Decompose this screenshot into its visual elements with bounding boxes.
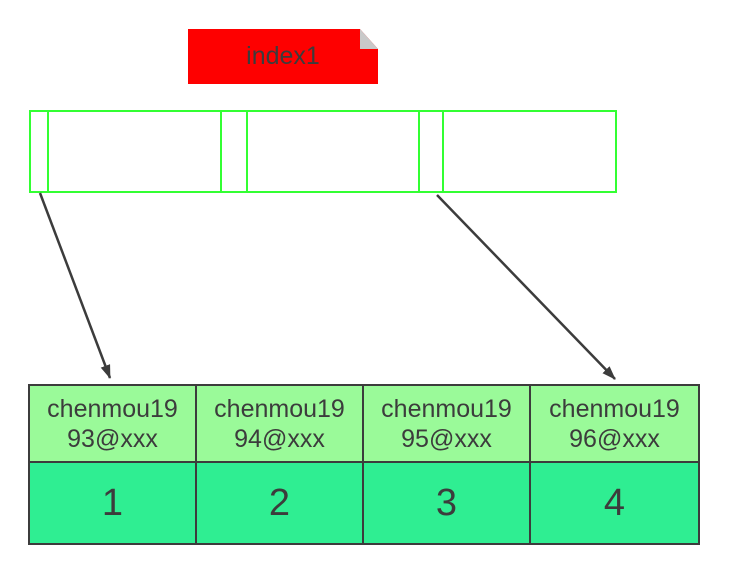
index-node-bar (29, 110, 617, 193)
index-pointer-cell-1 (31, 112, 49, 191)
index-pointer-cell-2 (222, 112, 248, 191)
record-email-line2: 93@xxx (67, 424, 158, 453)
index-pointer-cell-3 (420, 112, 444, 191)
record-email-line2: 94@xxx (234, 424, 325, 453)
record-header-cell-4: chenmou19 96@xxx (531, 386, 698, 463)
index-tag-label: index1 (246, 42, 320, 70)
record-header-cell-2: chenmou19 94@xxx (197, 386, 364, 463)
record-value-cell-4: 4 (531, 463, 698, 543)
index-tag: index1 (188, 29, 378, 84)
index-key-cell-1 (49, 112, 222, 191)
arrow-index-to-record-1 (38, 192, 112, 379)
record-header-cell-1: chenmou19 93@xxx (30, 386, 197, 463)
record-email-line1: chenmou19 (549, 394, 680, 423)
index-tag-background (188, 29, 378, 84)
record-email-line1: chenmou19 (47, 394, 178, 423)
index-key-cell-3 (444, 112, 615, 191)
index-key-cell-2 (248, 112, 420, 191)
record-email-line2: 95@xxx (401, 424, 492, 453)
record-value-cell-1: 1 (30, 463, 197, 543)
record-header-cell-3: chenmou19 95@xxx (364, 386, 531, 463)
record-email-line2: 96@xxx (569, 424, 660, 453)
records-table: chenmou19 93@xxx chenmou19 94@xxx chenmo… (28, 384, 700, 545)
arrow-index-to-record-4 (436, 194, 616, 380)
record-email-line1: chenmou19 (381, 394, 512, 423)
record-email-line1: chenmou19 (214, 394, 345, 423)
record-value-cell-3: 3 (364, 463, 531, 543)
record-value-cell-2: 2 (197, 463, 364, 543)
